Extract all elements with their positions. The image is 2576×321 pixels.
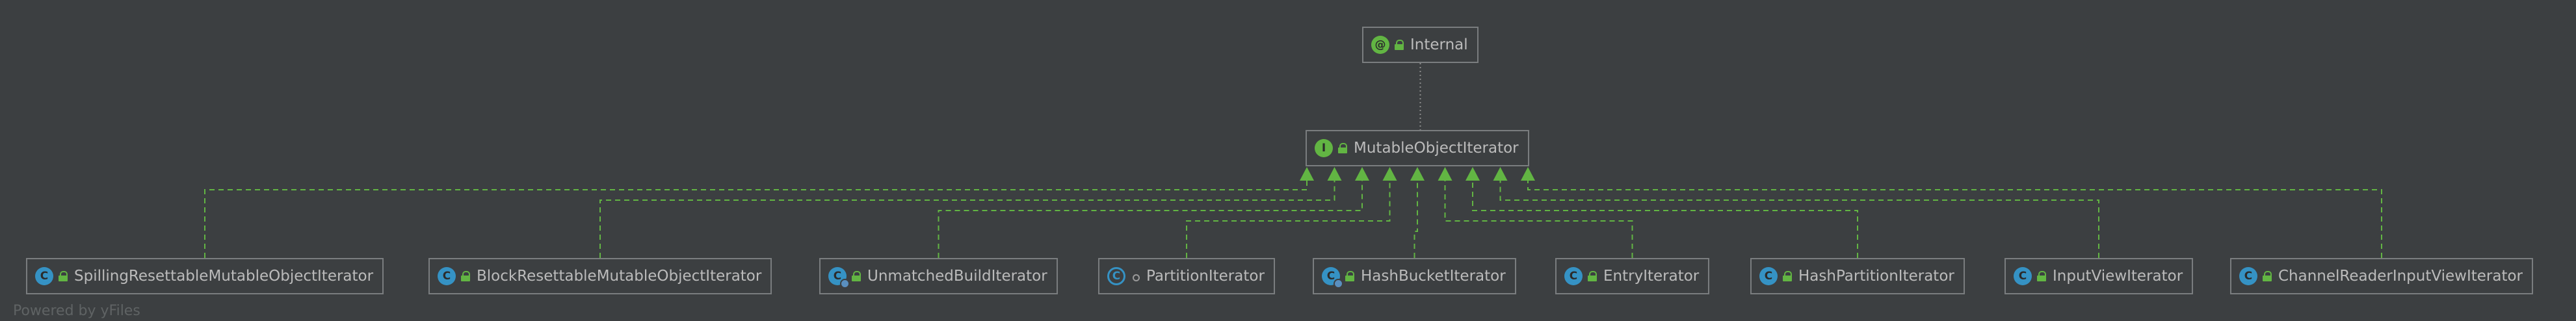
node-spilling-resettable-mutable-object-iterator[interactable]: C SpillingResettableMutableObjectIterato… (26, 258, 384, 294)
node-label: SpillingResettableMutableObjectIterator (74, 268, 374, 285)
public-visibility-icon (1345, 271, 1354, 281)
class-icon: C (1564, 267, 1583, 285)
node-unmatched-build-iterator[interactable]: C UnmatchedBuildIterator (819, 258, 1058, 294)
node-hash-bucket-iterator[interactable]: C HashBucketIterator (1313, 258, 1516, 294)
implements-edge (938, 177, 1363, 258)
implements-arrowhead (1493, 167, 1508, 181)
implements-arrowhead (1327, 167, 1342, 181)
implements-arrowhead (1300, 167, 1314, 181)
package-visibility-icon (1131, 271, 1140, 281)
inner-class-icon: C (1322, 267, 1343, 289)
public-visibility-icon (1588, 271, 1597, 281)
implements-arrowhead (1438, 167, 1452, 181)
node-input-view-iterator[interactable]: C InputViewIterator (2004, 258, 2194, 294)
public-visibility-icon (461, 271, 470, 281)
implements-edge (1444, 177, 1633, 258)
implements-edge (1413, 177, 1418, 258)
node-label: InputViewIterator (2053, 268, 2183, 285)
node-internal[interactable]: @ Internal (1362, 27, 1479, 63)
public-visibility-icon (59, 271, 68, 281)
implements-edge (1527, 177, 2382, 258)
public-visibility-icon (2037, 271, 2046, 281)
implements-edge (204, 177, 1308, 258)
node-label: BlockResettableMutableObjectIterator (477, 268, 762, 285)
annotation-icon: @ (1371, 36, 1389, 54)
class-icon: C (35, 267, 53, 285)
implements-arrowhead (1410, 167, 1425, 181)
node-label: MutableObjectIterator (1354, 140, 1519, 157)
public-visibility-icon (852, 271, 861, 281)
node-partition-iterator[interactable]: C PartitionIterator (1098, 258, 1275, 294)
watermark: Powered by yFiles (13, 303, 140, 319)
implements-edge (1186, 177, 1391, 258)
class-icon: C (438, 267, 456, 285)
implements-arrowhead (1465, 167, 1480, 181)
node-entry-iterator[interactable]: C EntryIterator (1555, 258, 1710, 294)
implements-arrowhead (1521, 167, 1535, 181)
inner-marker-icon (840, 279, 850, 289)
public-visibility-icon (2263, 271, 2272, 281)
public-visibility-icon (1783, 271, 1792, 281)
public-visibility-icon (1395, 40, 1404, 50)
node-label: HashPartitionIterator (1798, 268, 1954, 285)
implements-arrowhead (1355, 167, 1369, 181)
implements-edge (1472, 177, 1858, 258)
node-mutable-object-iterator[interactable]: I MutableObjectIterator (1306, 130, 1529, 166)
interface-icon: I (1315, 139, 1333, 157)
public-visibility-icon (1338, 143, 1347, 153)
node-label: PartitionIterator (1146, 268, 1265, 285)
node-label: ChannelReaderInputViewIterator (2278, 268, 2523, 285)
node-hash-partition-iterator[interactable]: C HashPartitionIterator (1750, 258, 1965, 294)
abstract-class-icon: C (1107, 267, 1125, 285)
implements-arrowhead (1382, 167, 1397, 181)
inner-marker-icon (1334, 279, 1343, 289)
class-icon: C (2239, 267, 2257, 285)
node-label: EntryIterator (1603, 268, 1700, 285)
implements-edge (1499, 177, 2099, 258)
implements-edge (599, 177, 1335, 258)
node-label: UnmatchedBuildIterator (867, 268, 1047, 285)
node-label: Internal (1410, 36, 1468, 53)
inner-class-icon: C (828, 267, 850, 289)
class-icon: C (2014, 267, 2032, 285)
class-icon: C (1759, 267, 1778, 285)
node-label: HashBucketIterator (1361, 268, 1506, 285)
node-channel-reader-input-view-iterator[interactable]: C ChannelReaderInputViewIterator (2230, 258, 2534, 294)
node-block-resettable-mutable-object-iterator[interactable]: C BlockResettableMutableObjectIterator (428, 258, 772, 294)
